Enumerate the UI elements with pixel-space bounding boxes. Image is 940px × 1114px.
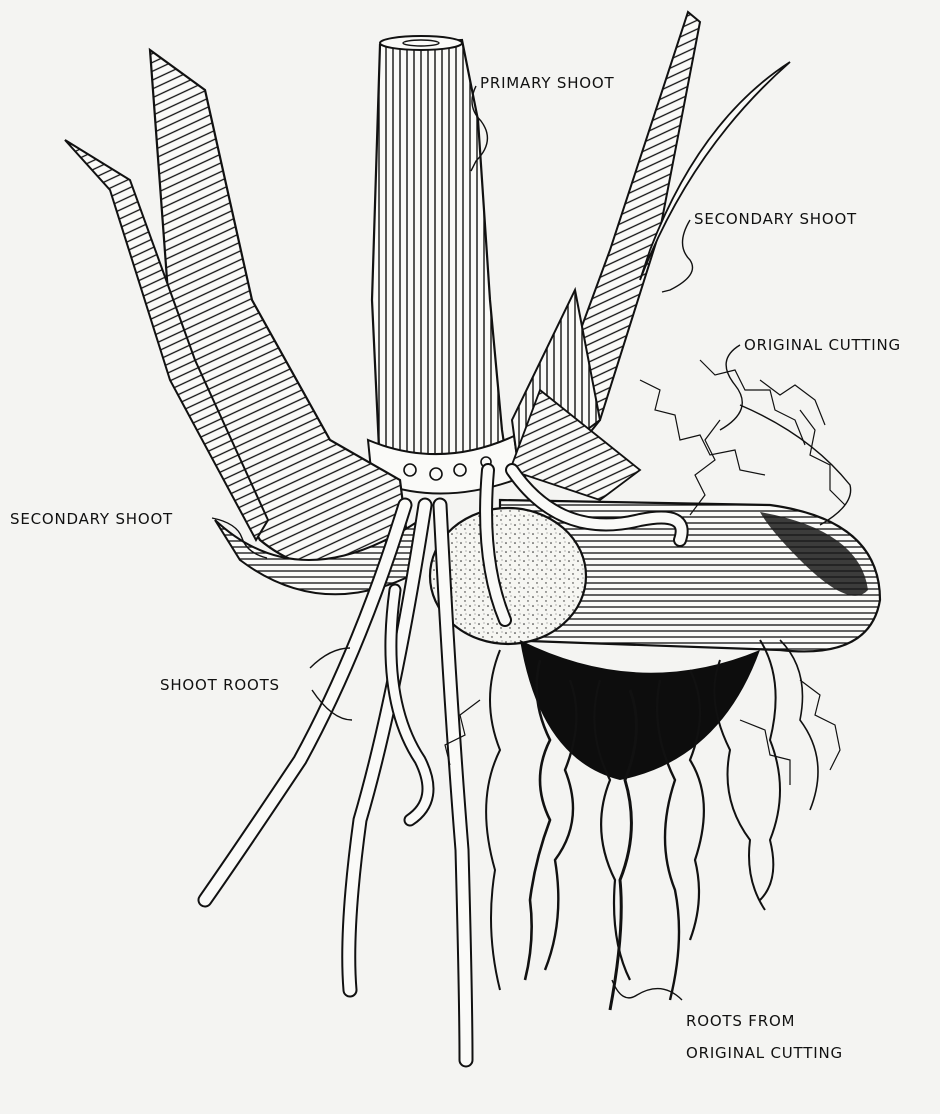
label-secondary-shoot-right: SECONDARY SHOOT bbox=[692, 210, 859, 228]
leader-secondary-shoot-right bbox=[662, 220, 693, 292]
label-roots-from-cutting-line2: ORIGINAL CUTTING bbox=[684, 1044, 845, 1062]
label-shoot-roots: SHOOT ROOTS bbox=[158, 676, 282, 694]
label-roots-from-cutting-line1: ROOTS FROM bbox=[684, 1012, 797, 1030]
label-primary-shoot: PRIMARY SHOOT bbox=[478, 74, 616, 92]
label-original-cutting: ORIGINAL CUTTING bbox=[742, 336, 903, 354]
label-secondary-shoot-left: SECONDARY SHOOT bbox=[8, 510, 175, 528]
leader-original-cutting bbox=[720, 345, 742, 430]
primary-shoot bbox=[368, 36, 520, 494]
